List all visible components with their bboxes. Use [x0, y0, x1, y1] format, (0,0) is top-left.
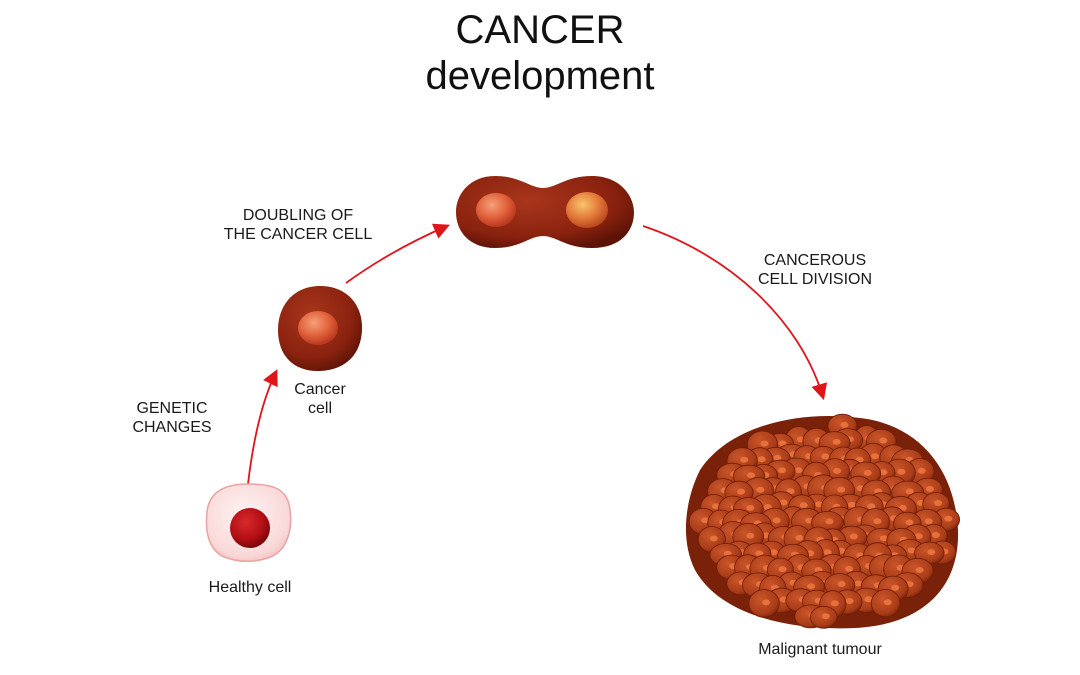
tumour-cell-nucleus: [883, 599, 892, 606]
tumour-cell-nucleus: [845, 565, 853, 572]
tumour-cell-nucleus: [897, 468, 906, 475]
tumour-cell-nucleus: [830, 600, 839, 607]
malignant-tumour-icon: [685, 413, 961, 629]
tumour-cell-nucleus: [799, 502, 808, 509]
dividing-cancer-cell-icon: [456, 176, 634, 248]
tumour-cell-nucleus: [779, 499, 788, 506]
tumour-cell-nucleus: [805, 517, 814, 524]
tumour-cell-nucleus: [825, 518, 834, 525]
tumour-cell-nucleus: [823, 549, 832, 556]
label-cancer-cell: Cancer cell: [280, 380, 360, 418]
tumour-cell-nucleus: [907, 547, 916, 554]
tumour-cell-nucleus: [915, 567, 924, 573]
label-malignant-tumour-text: Malignant tumour: [758, 641, 882, 658]
tumour-cell-nucleus: [891, 584, 900, 591]
arrow-genetic-changes: [247, 369, 278, 485]
diagram-title-line-1: CANCER: [455, 8, 625, 52]
label-cell-division: CANCEROUS CELL DIVISION: [745, 251, 885, 289]
label-healthy-cell-text: Healthy cell: [208, 579, 292, 596]
label-doubling-line-1: DOUBLING OF: [242, 207, 354, 224]
tumour-cell-nucleus: [837, 486, 846, 493]
tumour-cell-nucleus: [879, 469, 888, 476]
tumour-cell-nucleus: [879, 437, 888, 444]
tumour-cell-nucleus: [944, 515, 953, 522]
tumour-cell-nucleus: [773, 454, 782, 461]
tumour-cell-nucleus: [769, 549, 778, 556]
tumour-cell-nucleus: [740, 456, 749, 463]
tumour-cell-nucleus: [863, 469, 872, 476]
tumour-cell-nucleus: [772, 517, 781, 524]
label-doubling: DOUBLING OF THE CANCER CELL: [218, 206, 378, 244]
tumour-cell-nucleus: [814, 501, 823, 508]
label-genetic-changes: GENETIC CHANGES: [122, 399, 222, 437]
tumour-cell-nucleus: [821, 453, 830, 460]
tumour-cell-nucleus: [757, 456, 766, 463]
tumour-cell-nucleus: [795, 534, 804, 541]
tumour-cell-nucleus: [712, 503, 720, 510]
tumour-cell-nucleus: [701, 517, 710, 524]
tumour-cell-nucleus: [905, 519, 914, 526]
tumour-cell-nucleus: [845, 598, 854, 604]
tumour-cell-nucleus: [871, 453, 879, 460]
tumour-cell-nucleus: [709, 535, 718, 542]
tumour-cell-nucleus: [756, 486, 765, 493]
arrow-doubling: [345, 223, 450, 284]
tumour-cell-nucleus: [917, 467, 926, 474]
label-cell-division-line-2: CELL DIVISION: [757, 271, 873, 288]
cancer-cell-icon: [278, 286, 363, 372]
label-cancer-cell-line-2: cell: [307, 400, 332, 417]
tumour-cell-nucleus: [778, 440, 787, 447]
label-genetic-changes-line-2: CHANGES: [132, 419, 212, 436]
tumour-cell-nucleus: [864, 596, 873, 603]
label-genetic-changes-line-1: GENETIC: [136, 400, 208, 417]
label-healthy-cell: Healthy cell: [190, 578, 310, 597]
tumour-cell-nucleus: [849, 533, 858, 540]
tumour-cell-nucleus: [807, 583, 816, 590]
tumour-cell-nucleus: [926, 486, 934, 492]
tumour-cell-nucleus: [867, 503, 876, 510]
tumour-cell-nucleus: [778, 566, 787, 573]
tumour-cell-nucleus: [848, 501, 856, 508]
tumour-cell-nucleus: [760, 440, 769, 447]
tumour-cell-nucleus: [821, 613, 830, 620]
tumour-cell-nucleus: [873, 518, 882, 525]
tumour-cell-nucleus: [914, 533, 923, 540]
tumour-cell-nucleus: [927, 549, 936, 556]
tumour-cell-nucleus: [762, 599, 771, 606]
tumour-cell-nucleus: [931, 532, 940, 538]
tumour-cell-nucleus: [755, 550, 764, 557]
tumour-cell-nucleus: [832, 438, 841, 445]
tumour-cell-nucleus: [833, 467, 842, 474]
label-doubling-line-2: THE CANCER CELL: [223, 226, 373, 243]
tumour-cell-nucleus: [837, 581, 846, 587]
tumour-cell-nucleus: [747, 472, 755, 479]
tumour-cell-nucleus: [879, 535, 888, 542]
label-malignant-tumour: Malignant tumour: [740, 640, 900, 659]
arrow-cell-division: [642, 225, 828, 401]
tumour-cell-nucleus: [854, 580, 863, 587]
tumour-cell-nucleus: [924, 518, 933, 525]
diagram-title-line-2: development: [425, 54, 655, 98]
label-cell-division-line-1: CANCEROUS: [763, 252, 867, 269]
tumour-cell-nucleus: [746, 532, 755, 539]
tumour-cell-nucleus: [905, 488, 914, 495]
tumour-cell-nucleus: [794, 467, 803, 474]
label-cancer-cell-line-1: Cancer: [294, 381, 346, 398]
tumour-cell-nucleus: [840, 421, 849, 428]
tumour-cell-nucleus: [737, 488, 745, 495]
tumour-cell-nucleus: [778, 467, 786, 474]
tumour-cell-nucleus: [934, 500, 943, 506]
healthy-cell-icon: [205, 483, 292, 562]
tumour-cell-nucleus: [746, 504, 755, 511]
